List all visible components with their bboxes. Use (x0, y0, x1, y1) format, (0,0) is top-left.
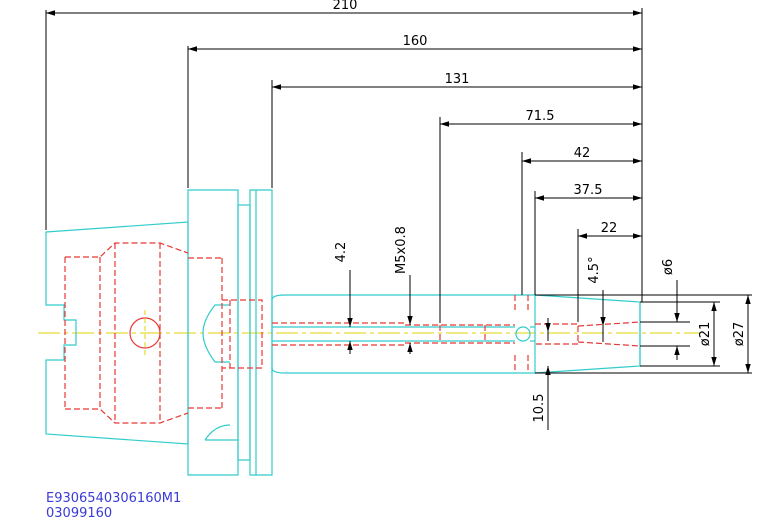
dim-dia6-label: ø6 (661, 259, 676, 275)
dim-160-label: 160 (403, 34, 428, 49)
dim-71-5-label: 71.5 (526, 109, 555, 124)
dim-4-2-label: 4.2 (334, 242, 349, 263)
hidden-lines (64, 242, 641, 424)
dim-131-label: 131 (445, 72, 470, 87)
dim-22-label: 22 (601, 221, 618, 236)
dim-angle-label: 4.5° (587, 256, 602, 283)
dim-dia27-label: ø27 (732, 322, 747, 347)
part-serial: 03099160 (46, 506, 113, 521)
dim-37-5-label: 37.5 (574, 183, 603, 198)
dim-210-label: 210 (333, 0, 358, 13)
part-number: E9306540306160M1 (46, 491, 182, 506)
dim-10-5-label: 10.5 (532, 394, 547, 423)
dim-42-label: 42 (574, 146, 591, 161)
dim-dia21-label: ø21 (698, 322, 713, 347)
tool-holder-outline (45, 189, 641, 476)
dimension-lines (45, 8, 752, 430)
dim-thread-label: M5x0.8 (394, 226, 409, 274)
